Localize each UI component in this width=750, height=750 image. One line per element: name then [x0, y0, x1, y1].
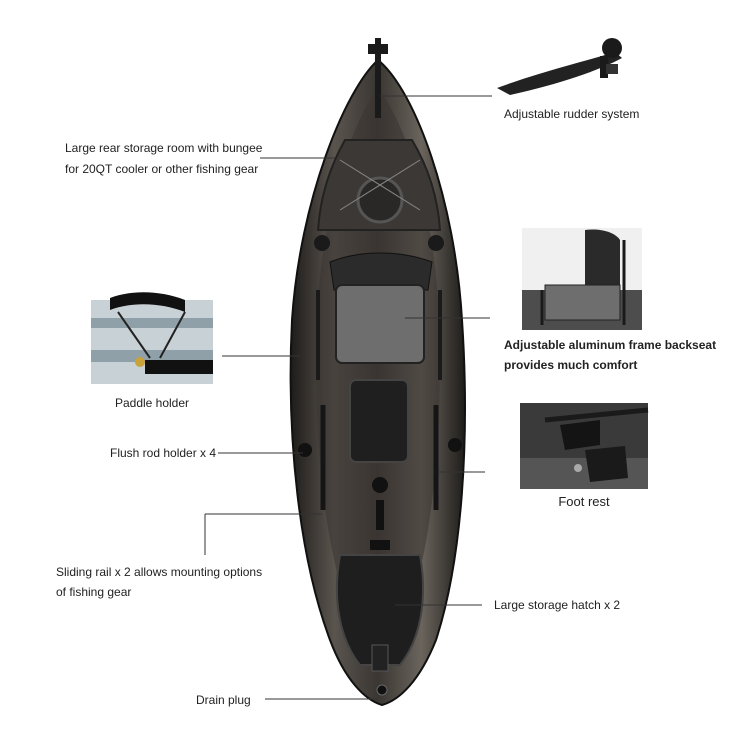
sliding-rail-label-line2: of fishing gear [56, 585, 132, 599]
drain-plug [376, 684, 388, 696]
rod-holder-label: Flush rod holder x 4 [110, 446, 217, 460]
center-tray [349, 379, 409, 463]
seat-photo [522, 228, 642, 330]
rear-storage-label-line2: for 20QT cooler or other fishing gear [65, 162, 259, 176]
rear-storage-label-line1: Large rear storage room with bungee [65, 141, 263, 155]
paddle-holder-label: Paddle holder [114, 396, 190, 410]
front-storage-hatch [335, 554, 425, 666]
seat-backrest [329, 252, 433, 291]
foot-rest-photo [520, 403, 649, 489]
rear-hatch [356, 176, 404, 224]
rudder-mast [375, 38, 381, 118]
drain-plug-label: Drain plug [196, 693, 251, 707]
backseat-label-line1: Adjustable aluminum frame backseat [504, 338, 717, 352]
storage-hatch-label: Large storage hatch x 2 [494, 598, 621, 612]
backseat-label-line2: provides much comfort [504, 358, 638, 372]
rudder-photo [497, 38, 622, 95]
paddle-holder-photo [91, 292, 213, 384]
foot-rest-label: Foot rest [558, 494, 610, 509]
sliding-rail-label-line1: Sliding rail x 2 allows mounting options [56, 565, 263, 579]
seat-cushion [335, 284, 425, 364]
rudder-label: Adjustable rudder system [504, 107, 640, 121]
